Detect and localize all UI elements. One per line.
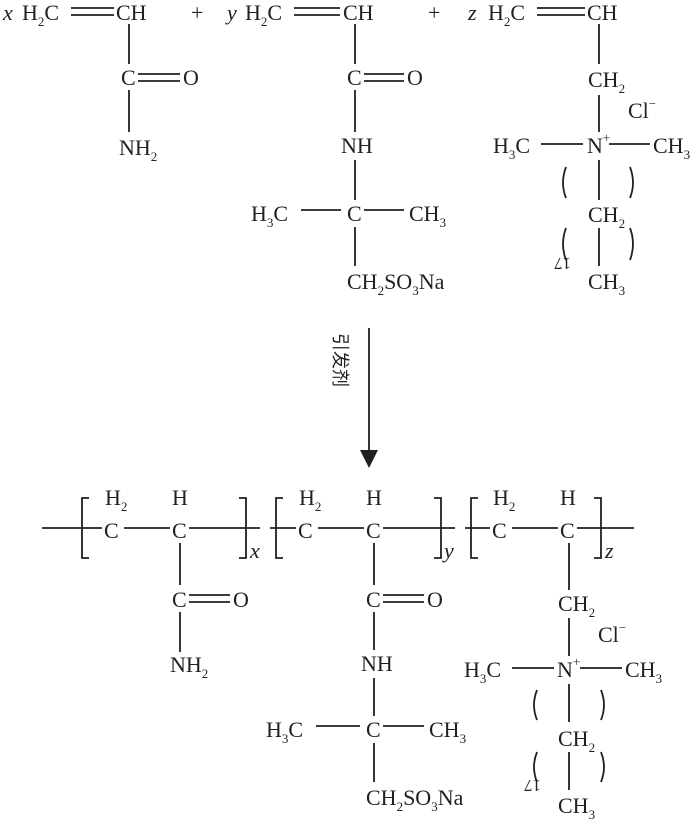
backbone-c: C: [104, 518, 119, 543]
reaction-arrow: 引发剂: [329, 328, 378, 468]
quaternary-c: C: [366, 717, 381, 742]
methyl-h3c: H3C: [251, 201, 288, 230]
carbonyl-c: C: [172, 587, 187, 612]
initiator-label: 引发剂: [329, 333, 350, 387]
carbonyl-o: O: [183, 65, 199, 90]
chloride-ion: Cl−: [598, 620, 626, 647]
carbonyl-o: O: [427, 587, 443, 612]
bracket-open-x: [81, 497, 89, 559]
carbonyl-o: O: [233, 587, 249, 612]
vinyl-ch: CH: [343, 0, 374, 25]
repeat-count: 17: [524, 776, 542, 795]
plus-sign-2: +: [428, 0, 440, 25]
amide-nh: NH: [361, 651, 393, 676]
chloride-ion: Cl−: [628, 96, 656, 123]
methyl-h3c: H3C: [493, 133, 530, 162]
bracket-open-z: [470, 497, 478, 559]
methyl-h3c: H3C: [266, 717, 303, 746]
coefficient-y: y: [225, 0, 237, 25]
backbone-c: C: [366, 518, 381, 543]
polymer-product: x y z H2 C H C H2 C H C H2 C H C C O NH2…: [42, 485, 662, 822]
amide-nh2: NH2: [119, 135, 157, 164]
backbone-c: C: [492, 518, 507, 543]
monomer-amps: y H2C CH C O NH H3C C CH3 CH2SO3Na: [225, 0, 446, 298]
chain-ch2: CH2: [588, 202, 625, 231]
monomer-quaternary-ammonium: z H2C CH CH2 Cl− H3C N+ CH3 CH2 17 CH3: [467, 0, 690, 298]
subscript-x: x: [249, 538, 260, 563]
methylene-ch2: CH2: [558, 591, 595, 620]
backbone-h: H: [172, 485, 188, 510]
backbone-h2: H2: [299, 485, 321, 514]
backbone-h: H: [366, 485, 382, 510]
methyl-h3c: H3C: [464, 657, 501, 686]
bracket-close-z: [594, 497, 602, 559]
backbone-c: C: [172, 518, 187, 543]
quaternary-c: C: [347, 201, 362, 226]
monomer-acrylamide: x H2C CH C O NH2: [2, 0, 199, 164]
amide-nh: NH: [341, 133, 373, 158]
methyl-ch3: CH3: [429, 717, 466, 746]
arrow-head: [360, 450, 378, 468]
terminal-ch3: CH3: [558, 793, 595, 822]
coefficient-z: z: [467, 0, 477, 25]
ammonium-n: N+: [557, 654, 580, 682]
subscript-y: y: [442, 538, 454, 563]
plus-sign-1: +: [191, 0, 203, 25]
subscript-z: z: [604, 538, 614, 563]
vinyl-h2c: H2C: [488, 0, 525, 29]
methylene-ch2: CH2: [588, 67, 625, 96]
vinyl-ch: CH: [116, 0, 147, 25]
ammonium-n: N+: [587, 130, 610, 158]
carbonyl-c: C: [347, 65, 362, 90]
vinyl-ch: CH: [587, 0, 618, 25]
methyl-ch3: CH3: [653, 133, 690, 162]
backbone-c: C: [560, 518, 575, 543]
carbonyl-c: C: [366, 587, 381, 612]
sulfonate-group: CH2SO3Na: [366, 785, 464, 814]
carbonyl-c: C: [121, 65, 136, 90]
backbone-c: C: [298, 518, 313, 543]
methyl-ch3: CH3: [409, 201, 446, 230]
bracket-open-y: [275, 497, 283, 559]
coefficient-x: x: [2, 0, 13, 25]
vinyl-h2c: H2C: [22, 0, 59, 29]
sulfonate-group: CH2SO3Na: [347, 269, 445, 298]
backbone-h2: H2: [493, 485, 515, 514]
bracket-close-y: [434, 497, 442, 559]
vinyl-h2c: H2C: [245, 0, 282, 29]
methyl-ch3: CH3: [625, 657, 662, 686]
terminal-ch3: CH3: [588, 269, 625, 298]
chain-ch2: CH2: [558, 726, 595, 755]
backbone-h2: H2: [105, 485, 127, 514]
repeat-count: 17: [554, 254, 572, 273]
bracket-close-x: [239, 497, 247, 559]
amide-nh2: NH2: [170, 652, 208, 681]
backbone-h: H: [560, 485, 576, 510]
carbonyl-o: O: [407, 65, 423, 90]
